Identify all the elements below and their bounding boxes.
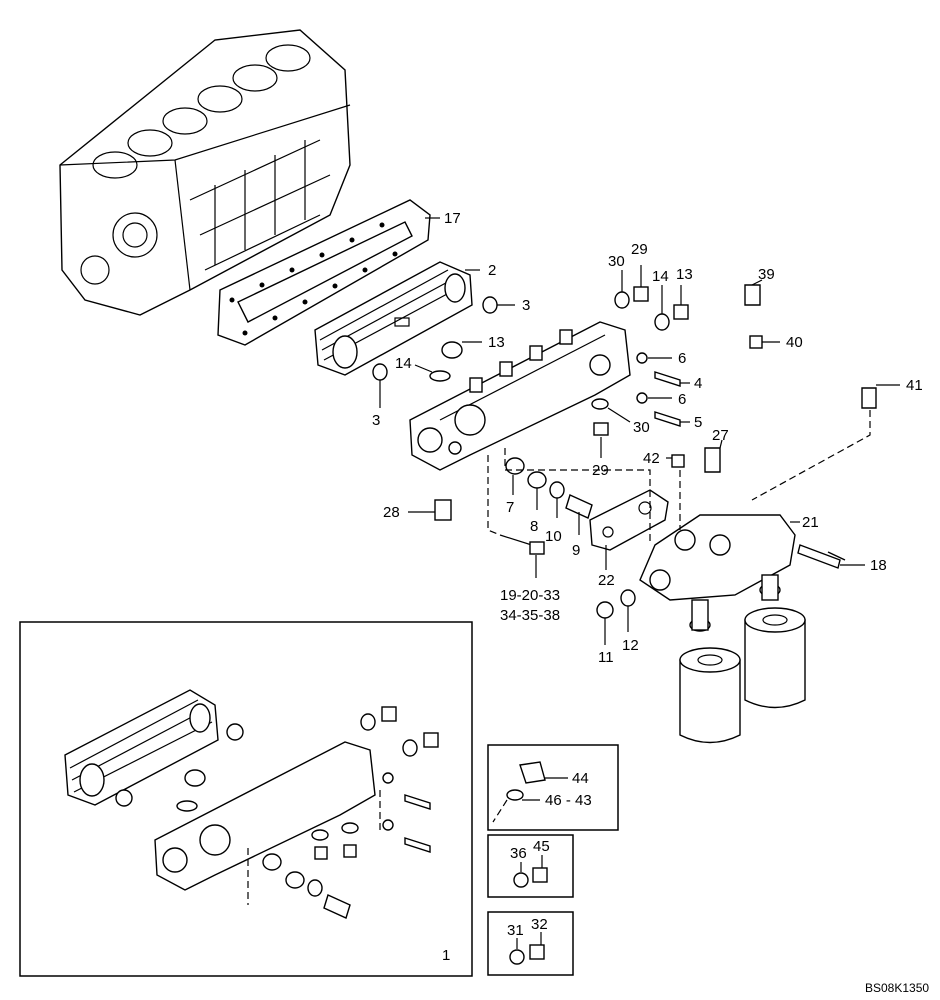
- callout-10: 10: [545, 528, 562, 545]
- inset-label-1: 1: [442, 947, 450, 964]
- small-parts-upper: [372, 284, 877, 521]
- callout-22: 22: [598, 572, 615, 589]
- callout-40: 40: [786, 334, 803, 351]
- callout-31: 31: [507, 922, 524, 939]
- callout-41: 41: [906, 377, 923, 394]
- callout-13b: 13: [676, 266, 693, 283]
- filter-assembly: [639, 514, 846, 744]
- callout-30a: 30: [608, 253, 625, 270]
- callout-46-43: 46 - 43: [545, 792, 592, 809]
- callout-3b: 3: [372, 412, 380, 429]
- inset-31-32: 31 32: [487, 911, 574, 976]
- callout-17: 17: [444, 210, 461, 227]
- inset-44: 44 46 - 43: [487, 744, 619, 831]
- callout-9: 9: [572, 542, 580, 559]
- callout-4: 4: [694, 375, 702, 392]
- callout-19-20-33: 19-20-33: [500, 587, 560, 604]
- callout-12: 12: [622, 637, 639, 654]
- callout-5: 5: [694, 414, 702, 431]
- callout-11: 11: [598, 649, 614, 666]
- callout-6b: 6: [678, 391, 686, 408]
- callout-2: 2: [488, 262, 496, 279]
- callout-21: 21: [802, 514, 819, 531]
- callout-6a: 6: [678, 350, 686, 367]
- callout-8: 8: [530, 518, 538, 535]
- callout-29a: 29: [631, 241, 648, 258]
- callout-36: 36: [510, 845, 527, 862]
- callout-42: 42: [643, 450, 660, 467]
- callout-27: 27: [712, 427, 729, 444]
- callout-34-35-38: 34-35-38: [500, 607, 560, 624]
- oil-cooler-2: [314, 261, 473, 376]
- leader-lines: [379, 217, 900, 645]
- callout-labels: 17 2 3 3 13 14 30 29 14 13 39 40 6 4 6 5…: [372, 210, 923, 666]
- callout-3a: 3: [522, 297, 530, 314]
- callout-30b: 30: [633, 419, 650, 436]
- callout-45: 45: [533, 838, 550, 855]
- drawing-code: BS08K1350: [865, 981, 929, 995]
- callout-14a: 14: [395, 355, 412, 372]
- callout-44: 44: [572, 770, 589, 787]
- callout-18: 18: [870, 557, 887, 574]
- inset-assembly-1: 1: [19, 621, 473, 977]
- callout-14b: 14: [652, 268, 669, 285]
- engine-block: [59, 29, 351, 316]
- callout-39: 39: [758, 266, 775, 283]
- callout-29b: 29: [592, 462, 609, 479]
- assembly-lines: [487, 410, 871, 545]
- inset-36-45: 36 45: [487, 834, 574, 898]
- oil-cooler-cover: [409, 321, 631, 471]
- callout-13a: 13: [488, 334, 505, 351]
- callout-32: 32: [531, 916, 548, 933]
- callout-7: 7: [506, 499, 514, 516]
- gasket-17: [217, 199, 431, 346]
- callout-28: 28: [383, 504, 400, 521]
